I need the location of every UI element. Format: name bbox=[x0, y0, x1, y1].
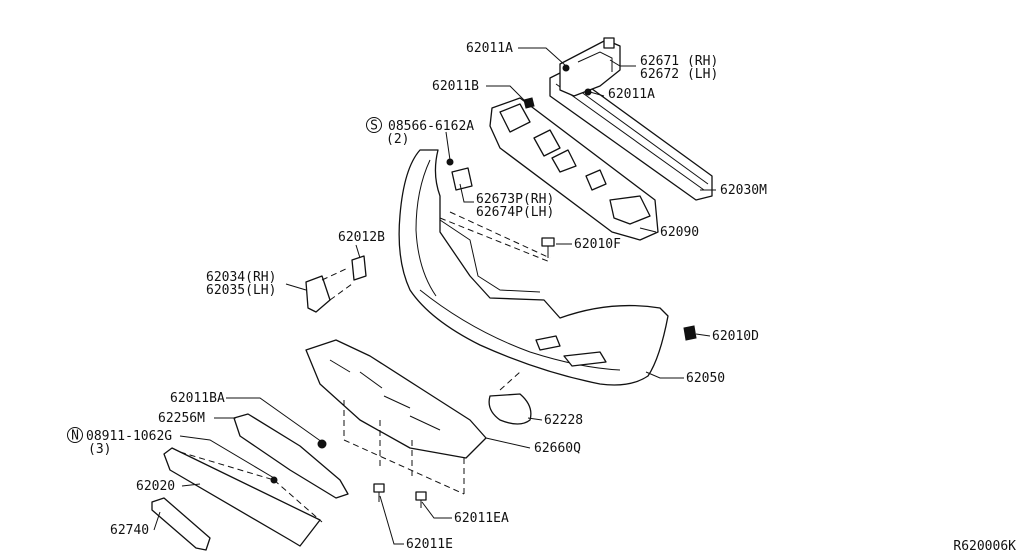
label-62034: 62034(RH) bbox=[206, 270, 276, 285]
label-62010f: 62010F bbox=[574, 237, 621, 252]
label-62035: 62035(LH) bbox=[206, 283, 276, 298]
top-fasteners bbox=[446, 64, 592, 191]
energy-absorber bbox=[489, 97, 659, 241]
label-62011b: 62011B bbox=[432, 79, 479, 94]
label-62090: 62090 bbox=[660, 225, 699, 240]
label-62011ba: 62011BA bbox=[170, 391, 225, 406]
label-62011e: 62011E bbox=[406, 537, 453, 552]
n-symbol-letter: N bbox=[71, 429, 79, 444]
undercover bbox=[305, 339, 487, 495]
lower-grille bbox=[163, 447, 323, 547]
leader-lines bbox=[153, 47, 716, 545]
label-62011a-right: 62011A bbox=[608, 87, 655, 102]
label-62050: 62050 bbox=[686, 371, 725, 386]
label-08911: 08911-1062G bbox=[86, 429, 172, 444]
n-symbol: N bbox=[67, 427, 83, 444]
foam-spacer bbox=[233, 413, 349, 499]
label-62671: 62671 (RH) bbox=[640, 54, 718, 69]
label-62673p: 62673P(RH) bbox=[476, 192, 554, 207]
label-62228: 62228 bbox=[544, 413, 583, 428]
label-62011a-top: 62011A bbox=[466, 41, 513, 56]
side-bracket bbox=[305, 255, 367, 313]
label-08566: 08566-6162A bbox=[388, 119, 474, 134]
label-62674p: 62674P(LH) bbox=[476, 205, 554, 220]
label-62020: 62020 bbox=[136, 479, 175, 494]
bolts-mid bbox=[541, 237, 697, 341]
label-62010d: 62010D bbox=[712, 329, 759, 344]
diagram-ref-code: R620006K bbox=[953, 539, 1016, 554]
label-08566-qty: (2) bbox=[386, 132, 409, 147]
label-62672: 62672 (LH) bbox=[640, 67, 718, 82]
label-62660q: 62660Q bbox=[534, 441, 581, 456]
label-62012b: 62012B bbox=[338, 230, 385, 245]
label-62256m: 62256M bbox=[158, 411, 205, 426]
label-08911-qty: (3) bbox=[88, 442, 111, 457]
s-symbol: S bbox=[366, 117, 382, 134]
bottom-bolts bbox=[373, 483, 427, 508]
label-62030m: 62030M bbox=[720, 183, 767, 198]
label-62011ea: 62011EA bbox=[454, 511, 509, 526]
fog-cover bbox=[488, 371, 532, 425]
bumper-fascia bbox=[398, 149, 669, 386]
s-symbol-letter: S bbox=[370, 119, 378, 134]
license-bracket bbox=[151, 497, 211, 551]
label-62740: 62740 bbox=[110, 523, 149, 538]
part-labels: 62011A 62671 (RH) 62672 (LH) 62011A 6201… bbox=[86, 41, 1016, 554]
